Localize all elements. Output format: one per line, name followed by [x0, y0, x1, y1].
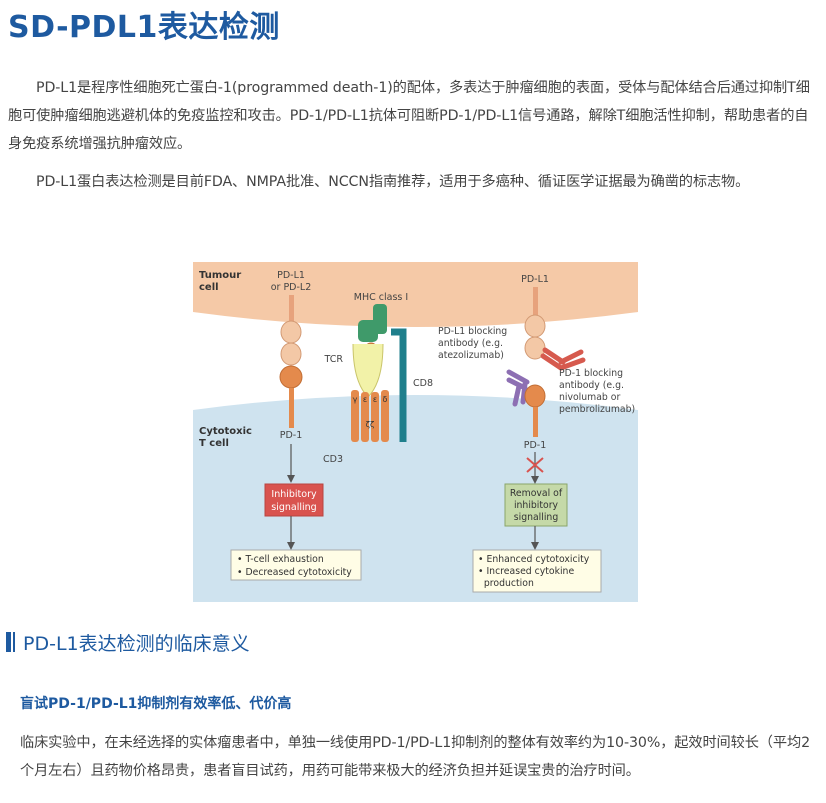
left-ligand-label-1: PD-L1 — [277, 270, 305, 281]
section-subheading: 盲试PD-1/PD-L1抑制剂有效率低、代价高 — [20, 696, 292, 712]
left-arrow-2-head — [287, 542, 295, 550]
pd1-blocking-antibody — [540, 347, 586, 371]
greek-epsilon-2: ε — [373, 395, 377, 404]
tcr-label: TCR — [324, 354, 344, 365]
pdl1-antibody-label-3: atezolizumab) — [438, 350, 504, 361]
pd1-antibody-label-4: pembrolizumab) — [559, 404, 635, 415]
cd3-delta — [381, 390, 389, 442]
mhc-label: MHC class I — [354, 292, 408, 303]
left-pd1-domain — [279, 365, 303, 389]
removal-box-line-2: inhibitory — [514, 500, 559, 511]
tumour-cell-membrane — [193, 262, 638, 327]
cd8-coreceptor — [391, 328, 407, 442]
left-pdl1-stem — [289, 295, 294, 323]
right-outcome-2: • Increased cytokine — [478, 566, 574, 577]
cd3-epsilon-1 — [361, 392, 369, 442]
pd1-antibody-label-3: nivolumab or — [559, 392, 620, 403]
section-title: PD-L1表达检测的临床意义 — [23, 632, 250, 655]
left-arrow-1-head — [287, 475, 295, 483]
clinical-significance-heading: PD-L1表达检测的临床意义 — [6, 629, 250, 655]
cd3-gamma — [351, 390, 359, 442]
left-ligand-label-2: or PD-L2 — [271, 282, 312, 293]
right-outcome-box — [472, 549, 602, 593]
right-outcome-3: production — [478, 578, 534, 589]
intro-paragraph-1: PD-L1是程序性细胞死亡蛋白-1(programmed death-1)的配体… — [8, 80, 810, 152]
inhibitory-box-line-2: signalling — [271, 502, 316, 513]
pdl1-antibody-label-1: PD-L1 blocking — [438, 326, 507, 337]
cd3-label: CD3 — [323, 454, 343, 465]
right-outcome-1: • Enhanced cytotoxicity — [478, 554, 590, 565]
greek-zeta: ζζ — [366, 420, 375, 429]
blocked-signal-cross — [526, 457, 544, 473]
t-cell-label-1: Cytotoxic — [199, 426, 252, 437]
inhibitory-box-line-1: Inhibitory — [271, 489, 317, 500]
removal-inhibitory-box — [504, 483, 568, 527]
mechanism-diagram: Tumour cell Cytotoxic T cell PD-L1 or PD… — [193, 262, 638, 602]
greek-delta: δ — [383, 395, 388, 404]
cd3-epsilon-2 — [371, 392, 379, 442]
section-paragraph: 临床实验中，在未经选择的实体瘤患者中，单独一线使用PD-1/PD-L1抑制剂的整… — [20, 735, 810, 779]
right-arrow-1-head — [531, 476, 539, 484]
removal-box-line-3: signalling — [514, 512, 559, 523]
right-pdl1-domain-1 — [524, 314, 546, 338]
right-pdl1-stem — [533, 287, 538, 317]
right-pd1-domain — [524, 384, 546, 408]
left-pdl1-domain-1 — [280, 320, 302, 344]
left-receptor-label: PD-1 — [280, 430, 303, 441]
pd-l1-mechanism-figure: Tumour cell Cytotoxic T cell PD-L1 or PD… — [193, 262, 638, 602]
removal-box-line-1: Removal of — [510, 488, 563, 499]
tumour-cell-label-2: cell — [199, 282, 219, 293]
pdl1-blocking-antibody — [506, 369, 530, 407]
right-arrow-2-head — [531, 542, 539, 550]
left-outcome-1: • T-cell exhaustion — [237, 554, 324, 565]
greek-gamma: γ — [353, 395, 358, 404]
greek-epsilon-1: ε — [363, 395, 367, 404]
right-ligand-label: PD-L1 — [521, 274, 549, 285]
inhibitory-signalling-box — [264, 483, 324, 517]
right-receptor-label: PD-1 — [524, 440, 547, 451]
page-title: SD-PDL1表达检测 — [8, 10, 280, 45]
pd1-antibody-label-2: antibody (e.g. — [559, 380, 624, 391]
pdl1-antibody-label-2: antibody (e.g. — [438, 338, 503, 349]
left-outcome-box — [230, 549, 362, 581]
cd8-label: CD8 — [413, 378, 433, 389]
right-pd1-stem — [533, 407, 538, 437]
tumour-cell-label-1: Tumour — [199, 270, 241, 281]
pd1-antibody-label-1: PD-1 blocking — [559, 368, 623, 379]
t-cell-label-2: T cell — [199, 438, 229, 449]
left-outcome-2: • Decreased cytotoxicity — [237, 567, 352, 578]
section-marker-icon — [6, 632, 15, 652]
mhc-beta-domain — [358, 320, 378, 342]
left-pd1-stem — [289, 388, 294, 428]
intro-paragraph-2: PD-L1蛋白表达检测是目前FDA、NMPA批准、NCCN指南推荐，适用于多癌种… — [36, 174, 750, 190]
left-pdl1-domain-2 — [280, 342, 302, 366]
